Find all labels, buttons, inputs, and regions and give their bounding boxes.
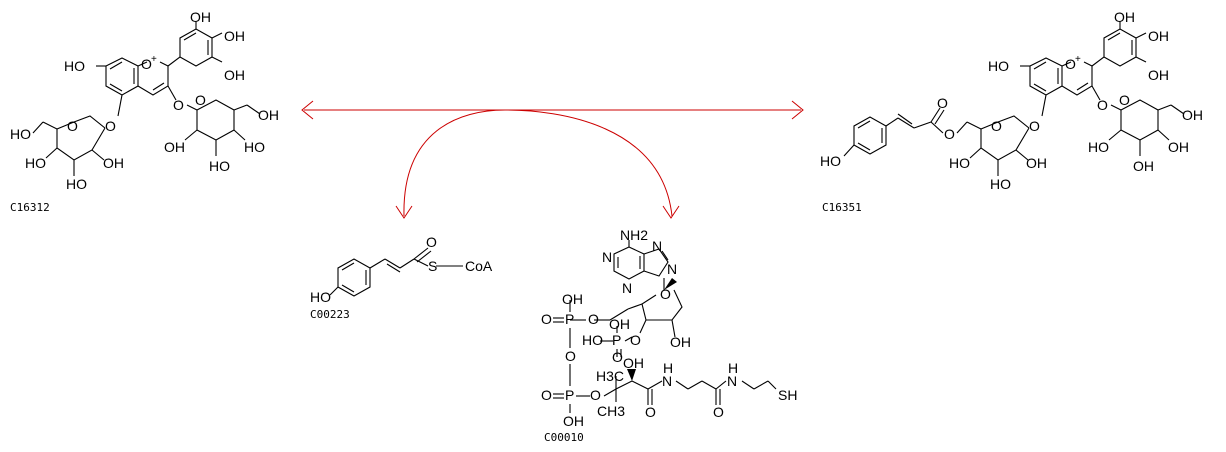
c00010-atom-label: O bbox=[565, 348, 576, 364]
c00010-atom-label: O bbox=[590, 387, 601, 403]
substrate-atom-label: OH bbox=[224, 28, 245, 44]
product-atom-label: OH bbox=[1133, 158, 1154, 174]
product-atom-label: OH bbox=[1114, 9, 1135, 25]
c00010-atom-label: N bbox=[652, 238, 662, 254]
substrate-atom-label: HO bbox=[25, 155, 46, 171]
c00010-atom-label: P bbox=[565, 311, 574, 327]
compound-id-c00223: C00223 bbox=[310, 308, 350, 321]
c00010-atom-label: P bbox=[565, 387, 574, 403]
product-atom-label: O bbox=[1097, 97, 1108, 113]
substrate-atom-label: HO bbox=[64, 58, 85, 74]
product-atom-label: O bbox=[944, 126, 955, 142]
c00010-atom-label: H bbox=[728, 360, 738, 376]
substrate-atom-label: OH bbox=[164, 139, 185, 155]
c00010-atom-label: O bbox=[612, 349, 623, 365]
c00010-atom-label: P bbox=[612, 332, 621, 348]
c00010-atom-label: SH bbox=[778, 387, 797, 403]
product-atom-label: O bbox=[1119, 92, 1130, 108]
substrate-atom-label: O bbox=[141, 56, 152, 72]
substrate-atom-label: O bbox=[195, 92, 206, 108]
side-arrow-head-right bbox=[662, 205, 680, 219]
substrate-atom-labels: OH OH OH HO O + O O O OH HO O HO HO OH O… bbox=[10, 9, 279, 192]
substrate-atom-label: O bbox=[173, 97, 184, 113]
product-atom-labels: OH OH OH HO O + O O O HO O O O HO OH HO … bbox=[820, 9, 1203, 192]
c00010-atom-label: OH bbox=[623, 355, 644, 371]
c00010-atom-label: O bbox=[588, 311, 599, 327]
c00010-atom-label: O bbox=[713, 404, 724, 420]
product-atom-label: OH bbox=[1148, 67, 1169, 83]
c00223-atom-label: S bbox=[428, 258, 437, 274]
c00010-atom-label: OH bbox=[563, 413, 584, 429]
c00010-atom-label: H3C bbox=[596, 368, 624, 384]
c00010-atom-label: N bbox=[667, 261, 677, 277]
c00010-atom-label: NH2 bbox=[620, 227, 648, 243]
arrow-head-right bbox=[791, 100, 804, 120]
c00010-atom-label: N bbox=[662, 373, 672, 389]
product-atom-label: OH bbox=[1026, 155, 1047, 171]
product-atom-label: O bbox=[991, 118, 1002, 134]
product-atom-label: HO bbox=[949, 155, 970, 171]
compound-id-c00010: C00010 bbox=[544, 431, 584, 444]
substrate-atom-label: O bbox=[105, 118, 116, 134]
substrate-bonds bbox=[32, 21, 261, 176]
product-atom-label: HO bbox=[990, 176, 1011, 192]
c00223-bonds bbox=[329, 247, 463, 297]
substrate-atom-label: OH bbox=[224, 67, 245, 83]
product-atom-label: HO bbox=[1088, 139, 1109, 155]
c00010-atom-label: O bbox=[541, 387, 552, 403]
product-atom-label: OH bbox=[1182, 107, 1203, 123]
structure-c16312: OH OH OH HO O + O O O OH HO O HO HO OH O… bbox=[10, 9, 279, 214]
c00223-atom-label: O bbox=[426, 234, 437, 250]
side-arrow-head-left bbox=[395, 205, 413, 219]
c00223-atom-label: CoA bbox=[465, 258, 493, 274]
c00010-atom-label: H bbox=[663, 360, 673, 376]
compound-id-c16351: C16351 bbox=[822, 201, 862, 214]
product-atom-label: O bbox=[1065, 56, 1076, 72]
c00010-atom-label: CH3 bbox=[597, 403, 625, 419]
substrate-atom-label: HO bbox=[66, 176, 87, 192]
substrate-atom-label: + bbox=[151, 54, 157, 65]
curved-side-arrow bbox=[403, 109, 673, 217]
c00010-atom-label: O bbox=[660, 286, 671, 302]
structure-c16351: OH OH OH HO O + O O O HO O O O HO OH HO … bbox=[820, 9, 1203, 214]
product-atom-label: O bbox=[937, 95, 948, 111]
c00010-atom-label: O bbox=[645, 404, 656, 420]
c00010-atom-label: HO bbox=[582, 332, 603, 348]
product-atom-label: O bbox=[1029, 118, 1040, 134]
c00010-bonds bbox=[553, 240, 777, 413]
structure-c00223: O S CoA HO C00223 bbox=[310, 234, 493, 321]
product-atom-label: OH bbox=[1168, 139, 1189, 155]
structure-c00010: NH2 N N N N O OH OH O P O OH O HO P O O … bbox=[541, 227, 797, 444]
c00010-atom-label: O bbox=[541, 311, 552, 327]
c00010-atom-label: N bbox=[727, 373, 737, 389]
compound-id-c16312: C16312 bbox=[10, 201, 50, 214]
substrate-atom-label: OH bbox=[190, 9, 211, 25]
c00010-atom-label: N bbox=[622, 280, 632, 296]
product-atom-label: OH bbox=[1148, 28, 1169, 44]
reaction-arrows bbox=[301, 100, 804, 219]
product-atom-label: HO bbox=[988, 58, 1009, 74]
substrate-atom-label: OH bbox=[103, 155, 124, 171]
c00010-atom-label: OH bbox=[670, 334, 691, 350]
c00010-atom-label: OH bbox=[609, 316, 630, 332]
c00223-atom-label: HO bbox=[310, 289, 331, 305]
substrate-atom-label: OH bbox=[258, 107, 279, 123]
substrate-atom-label: O bbox=[67, 118, 78, 134]
product-bonds bbox=[843, 21, 1185, 176]
substrate-atom-label: HO bbox=[244, 139, 265, 155]
substrate-atom-label: HO bbox=[209, 158, 230, 174]
c00010-atom-label: O bbox=[630, 332, 641, 348]
product-atom-label: HO bbox=[820, 153, 841, 169]
arrow-head-left bbox=[301, 100, 314, 120]
c00010-atom-label: OH bbox=[562, 291, 583, 307]
c00010-atom-labels: NH2 N N N N O OH OH O P O OH O HO P O O … bbox=[541, 227, 797, 429]
substrate-atom-label: HO bbox=[10, 126, 31, 142]
product-atom-label: + bbox=[1075, 54, 1081, 65]
c00010-atom-label: N bbox=[602, 249, 612, 265]
